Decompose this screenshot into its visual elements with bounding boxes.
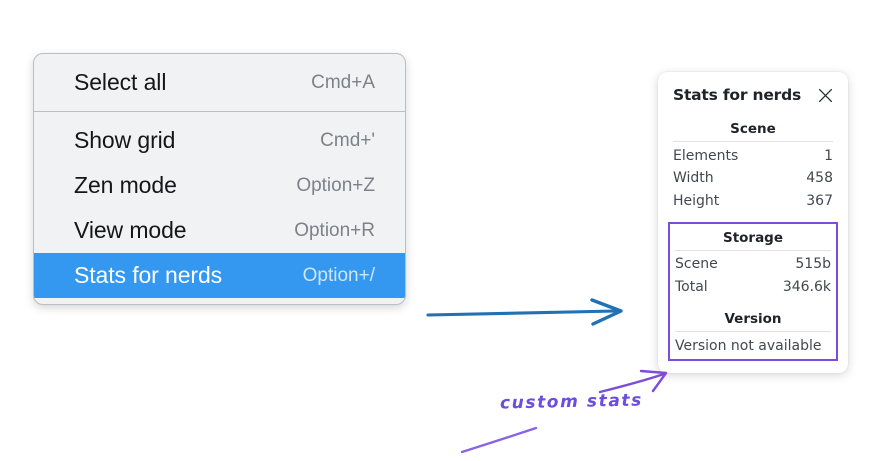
stats-section-storage: Storage Scene 515b Total 346.6k bbox=[675, 227, 831, 299]
menu-item-select-all[interactable]: Select all Cmd+A bbox=[34, 60, 405, 105]
menu-item-show-grid[interactable]: Show grid Cmd+' bbox=[34, 118, 405, 163]
custom-stats-highlight-box: Storage Scene 515b Total 346.6k Version … bbox=[668, 221, 838, 361]
stats-section-heading: Storage bbox=[722, 229, 784, 246]
stats-row-value: 515b bbox=[795, 256, 831, 272]
stats-section-heading: Scene bbox=[730, 121, 776, 137]
spacer bbox=[675, 299, 831, 308]
stats-row-value: 367 bbox=[806, 192, 833, 209]
menu-item-label: Select all bbox=[74, 69, 167, 95]
stats-section-heading: Version bbox=[724, 310, 782, 327]
stats-row-version-value: Version not available bbox=[675, 337, 822, 354]
stats-row-key: Elements bbox=[673, 147, 739, 164]
menu-item-zen-mode[interactable]: Zen mode Option+Z bbox=[34, 163, 405, 208]
purple-underline-annotation bbox=[460, 426, 538, 454]
context-menu[interactable]: Select all Cmd+A Show grid Cmd+' Zen mod… bbox=[33, 53, 406, 305]
menu-item-shortcut: Option+Z bbox=[296, 174, 375, 196]
stats-row-key: Height bbox=[673, 192, 720, 209]
spacer bbox=[658, 213, 848, 222]
divider bbox=[675, 249, 831, 251]
stats-row-key: Width bbox=[673, 170, 714, 186]
stats-row-scene: Scene 515b bbox=[675, 254, 831, 277]
stats-row-key: Total bbox=[675, 278, 708, 295]
stats-section-scene: Scene Elements 1 Width 458 Height 367 bbox=[658, 118, 848, 213]
menu-group-2: Show grid Cmd+' Zen mode Option+Z View m… bbox=[34, 112, 405, 304]
purple-arrow-annotation bbox=[598, 369, 668, 394]
menu-item-view-mode[interactable]: View mode Option+R bbox=[34, 208, 405, 253]
menu-item-shortcut: Option+R bbox=[294, 219, 375, 241]
stats-panel-title: Stats for nerds bbox=[673, 86, 802, 104]
menu-item-label: Show grid bbox=[74, 127, 176, 153]
stats-row-elements: Elements 1 bbox=[673, 145, 833, 168]
menu-item-stats-for-nerds[interactable]: Stats for nerds Option+/ bbox=[34, 253, 405, 298]
divider bbox=[673, 141, 833, 142]
stats-panel-header: Stats for nerds bbox=[658, 86, 848, 104]
menu-item-shortcut: Cmd+' bbox=[320, 129, 375, 151]
menu-item-label: Stats for nerds bbox=[74, 262, 223, 288]
stats-row-height: Height 367 bbox=[673, 190, 833, 213]
stats-row-total: Total 346.6k bbox=[675, 276, 831, 299]
stats-section-version: Version Version not available bbox=[675, 308, 831, 355]
stats-row-value: 346.6k bbox=[782, 278, 831, 295]
stats-for-nerds-panel[interactable]: Stats for nerds Scene Elements 1 Width 4… bbox=[658, 72, 848, 373]
close-icon[interactable] bbox=[817, 87, 834, 104]
menu-item-label: View mode bbox=[74, 217, 187, 243]
menu-item-shortcut: Cmd+A bbox=[311, 71, 375, 93]
stats-row-key: Scene bbox=[675, 256, 718, 272]
menu-separator bbox=[34, 111, 405, 112]
stats-row-width: Width 458 bbox=[673, 168, 833, 191]
divider bbox=[675, 330, 831, 332]
menu-item-shortcut: Option+/ bbox=[302, 264, 375, 286]
annotation-label: custom stats bbox=[499, 390, 644, 414]
stats-row-value: 458 bbox=[806, 170, 833, 186]
menu-item-label: Zen mode bbox=[74, 172, 177, 198]
blue-arrow-annotation bbox=[426, 298, 623, 326]
menu-group-1: Select all Cmd+A bbox=[34, 54, 405, 111]
stats-row-value: 1 bbox=[824, 147, 833, 164]
